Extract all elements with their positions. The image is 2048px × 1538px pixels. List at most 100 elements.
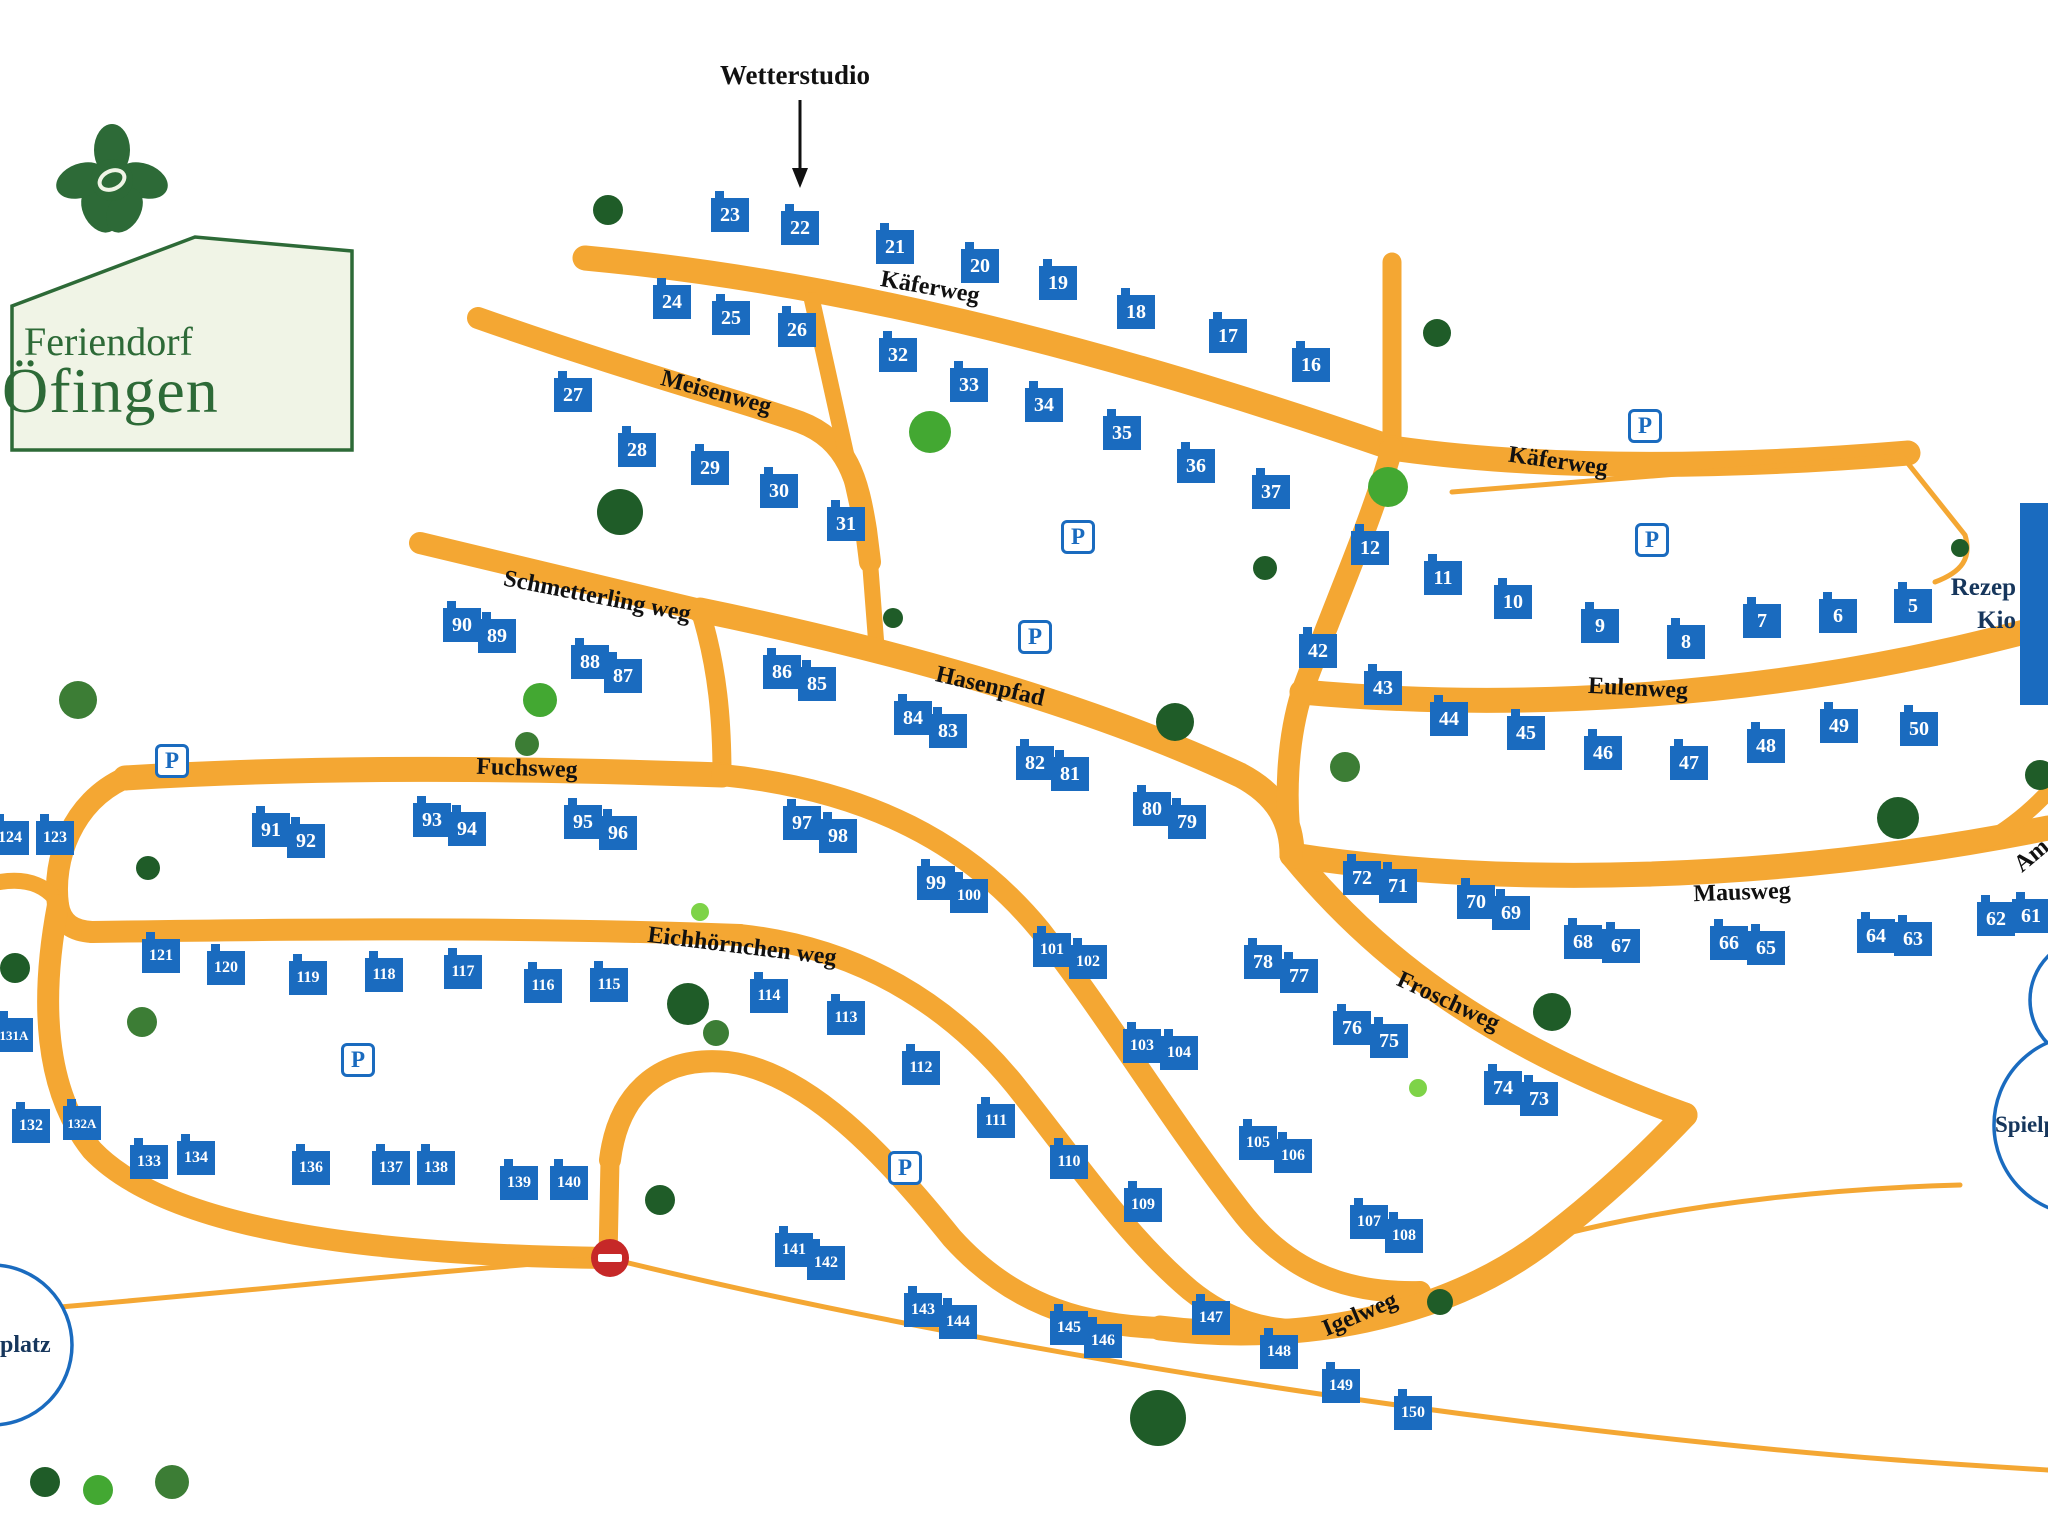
house-marker-99[interactable]: 99 xyxy=(917,859,955,900)
house-marker-86[interactable]: 86 xyxy=(763,648,801,689)
house-marker-114[interactable]: 114 xyxy=(750,972,788,1013)
house-marker-17[interactable]: 17 xyxy=(1209,312,1247,353)
house-marker-138[interactable]: 138 xyxy=(417,1144,455,1185)
house-marker-144[interactable]: 144 xyxy=(939,1298,977,1339)
house-marker-31[interactable]: 31 xyxy=(827,500,865,541)
house-marker-94[interactable]: 94 xyxy=(448,805,486,846)
house-marker-22[interactable]: 22 xyxy=(781,204,819,245)
house-marker-67[interactable]: 67 xyxy=(1602,922,1640,963)
house-marker-132[interactable]: 132 xyxy=(12,1102,50,1143)
house-marker-29[interactable]: 29 xyxy=(691,444,729,485)
house-marker-6[interactable]: 6 xyxy=(1819,592,1857,633)
house-marker-150[interactable]: 150 xyxy=(1394,1389,1432,1430)
house-marker-111[interactable]: 111 xyxy=(977,1097,1015,1138)
house-marker-30[interactable]: 30 xyxy=(760,467,798,508)
house-marker-27[interactable]: 27 xyxy=(554,371,592,412)
house-marker-20[interactable]: 20 xyxy=(961,242,999,283)
house-marker-50[interactable]: 50 xyxy=(1900,705,1938,746)
house-marker-72[interactable]: 72 xyxy=(1343,854,1381,895)
house-marker-77[interactable]: 77 xyxy=(1280,952,1318,993)
house-marker-68[interactable]: 68 xyxy=(1564,918,1602,959)
house-marker-132A[interactable]: 132A xyxy=(63,1099,101,1140)
house-marker-110[interactable]: 110 xyxy=(1050,1138,1088,1179)
house-marker-123[interactable]: 123 xyxy=(36,814,74,855)
house-marker-104[interactable]: 104 xyxy=(1160,1029,1198,1070)
house-marker-140[interactable]: 140 xyxy=(550,1159,588,1200)
house-marker-85[interactable]: 85 xyxy=(798,660,836,701)
house-marker-96[interactable]: 96 xyxy=(599,809,637,850)
house-marker-26[interactable]: 26 xyxy=(778,306,816,347)
house-marker-5[interactable]: 5 xyxy=(1894,582,1932,623)
house-marker-64[interactable]: 64 xyxy=(1857,912,1895,953)
house-marker-108[interactable]: 108 xyxy=(1385,1212,1423,1253)
house-marker-145[interactable]: 145 xyxy=(1050,1304,1088,1345)
house-marker-139[interactable]: 139 xyxy=(500,1159,538,1200)
house-marker-143[interactable]: 143 xyxy=(904,1286,942,1327)
house-marker-95[interactable]: 95 xyxy=(564,798,602,839)
house-marker-106[interactable]: 106 xyxy=(1274,1132,1312,1173)
house-marker-63[interactable]: 63 xyxy=(1894,915,1932,956)
house-marker-62[interactable]: 62 xyxy=(1977,895,2015,936)
house-marker-70[interactable]: 70 xyxy=(1457,878,1495,919)
house-marker-47[interactable]: 47 xyxy=(1670,739,1708,780)
house-marker-105[interactable]: 105 xyxy=(1239,1119,1277,1160)
house-marker-10[interactable]: 10 xyxy=(1494,578,1532,619)
house-marker-115[interactable]: 115 xyxy=(590,961,628,1002)
house-marker-33[interactable]: 33 xyxy=(950,361,988,402)
house-marker-101[interactable]: 101 xyxy=(1033,926,1071,967)
house-marker-141[interactable]: 141 xyxy=(775,1226,813,1267)
house-marker-76[interactable]: 76 xyxy=(1333,1004,1371,1045)
house-marker-23[interactable]: 23 xyxy=(711,191,749,232)
house-marker-8[interactable]: 8 xyxy=(1667,618,1705,659)
house-marker-71[interactable]: 71 xyxy=(1379,862,1417,903)
house-marker-61[interactable]: 61 xyxy=(2012,892,2048,933)
house-marker-79[interactable]: 79 xyxy=(1168,798,1206,839)
house-marker-25[interactable]: 25 xyxy=(712,294,750,335)
house-marker-74[interactable]: 74 xyxy=(1484,1064,1522,1105)
house-marker-48[interactable]: 48 xyxy=(1747,722,1785,763)
house-marker-44[interactable]: 44 xyxy=(1430,695,1468,736)
house-marker-92[interactable]: 92 xyxy=(287,817,325,858)
house-marker-7[interactable]: 7 xyxy=(1743,597,1781,638)
house-marker-90[interactable]: 90 xyxy=(443,601,481,642)
house-marker-46[interactable]: 46 xyxy=(1584,729,1622,770)
house-marker-19[interactable]: 19 xyxy=(1039,259,1077,300)
house-marker-149[interactable]: 149 xyxy=(1322,1362,1360,1403)
house-marker-16[interactable]: 16 xyxy=(1292,341,1330,382)
house-marker-136[interactable]: 136 xyxy=(292,1144,330,1185)
house-marker-12[interactable]: 12 xyxy=(1351,524,1389,565)
house-marker-11[interactable]: 11 xyxy=(1424,554,1462,595)
house-marker-107[interactable]: 107 xyxy=(1350,1198,1388,1239)
house-marker-133[interactable]: 133 xyxy=(130,1138,168,1179)
house-marker-91[interactable]: 91 xyxy=(252,806,290,847)
house-marker-112[interactable]: 112 xyxy=(902,1044,940,1085)
house-marker-146[interactable]: 146 xyxy=(1084,1317,1122,1358)
house-marker-134[interactable]: 134 xyxy=(177,1134,215,1175)
house-marker-93[interactable]: 93 xyxy=(413,796,451,837)
house-marker-102[interactable]: 102 xyxy=(1069,938,1107,979)
house-marker-75[interactable]: 75 xyxy=(1370,1017,1408,1058)
house-marker-42[interactable]: 42 xyxy=(1299,627,1337,668)
house-marker-117[interactable]: 117 xyxy=(444,948,482,989)
house-marker-18[interactable]: 18 xyxy=(1117,288,1155,329)
house-marker-45[interactable]: 45 xyxy=(1507,709,1545,750)
house-marker-83[interactable]: 83 xyxy=(929,707,967,748)
house-marker-66[interactable]: 66 xyxy=(1710,919,1748,960)
house-marker-121[interactable]: 121 xyxy=(142,932,180,973)
house-marker-124[interactable]: 124 xyxy=(0,814,29,855)
house-marker-109[interactable]: 109 xyxy=(1124,1181,1162,1222)
house-marker-69[interactable]: 69 xyxy=(1492,889,1530,930)
house-marker-98[interactable]: 98 xyxy=(819,812,857,853)
house-marker-32[interactable]: 32 xyxy=(879,331,917,372)
house-marker-36[interactable]: 36 xyxy=(1177,442,1215,483)
house-marker-34[interactable]: 34 xyxy=(1025,381,1063,422)
house-marker-82[interactable]: 82 xyxy=(1016,739,1054,780)
house-marker-131A[interactable]: 131A xyxy=(0,1011,33,1052)
house-marker-89[interactable]: 89 xyxy=(478,612,516,653)
house-marker-78[interactable]: 78 xyxy=(1244,938,1282,979)
house-marker-49[interactable]: 49 xyxy=(1820,702,1858,743)
house-marker-73[interactable]: 73 xyxy=(1520,1075,1558,1116)
house-marker-80[interactable]: 80 xyxy=(1133,785,1171,826)
house-marker-100[interactable]: 100 xyxy=(950,872,988,913)
house-marker-9[interactable]: 9 xyxy=(1581,602,1619,643)
